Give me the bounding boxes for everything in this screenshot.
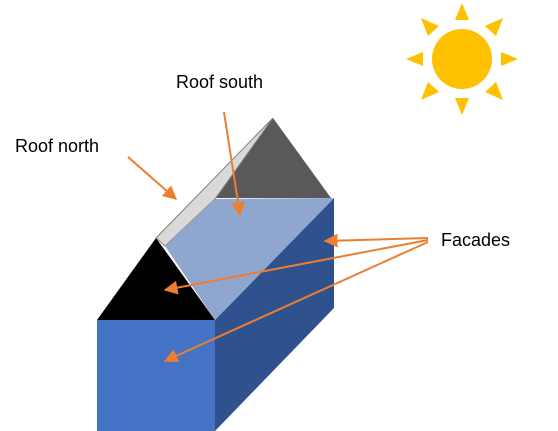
arrow-roof-south	[223, 111, 245, 217]
arrow-gable-front	[163, 239, 429, 295]
sun-icon	[406, 3, 518, 115]
gable-back	[216, 118, 331, 198]
arrow-roof-north	[127, 156, 178, 200]
arrow-facade-side	[323, 233, 429, 248]
facade-front	[97, 320, 215, 431]
roof-south	[165, 198, 334, 320]
arrows	[127, 111, 429, 363]
arrow-facade-front	[163, 241, 429, 363]
label-facades: Facades	[441, 230, 510, 250]
house-shape	[97, 117, 334, 431]
facade-side	[215, 198, 334, 431]
label-roof-north: Roof north	[15, 136, 99, 156]
gable-front	[97, 238, 215, 320]
label-roof-south: Roof south	[176, 72, 263, 92]
